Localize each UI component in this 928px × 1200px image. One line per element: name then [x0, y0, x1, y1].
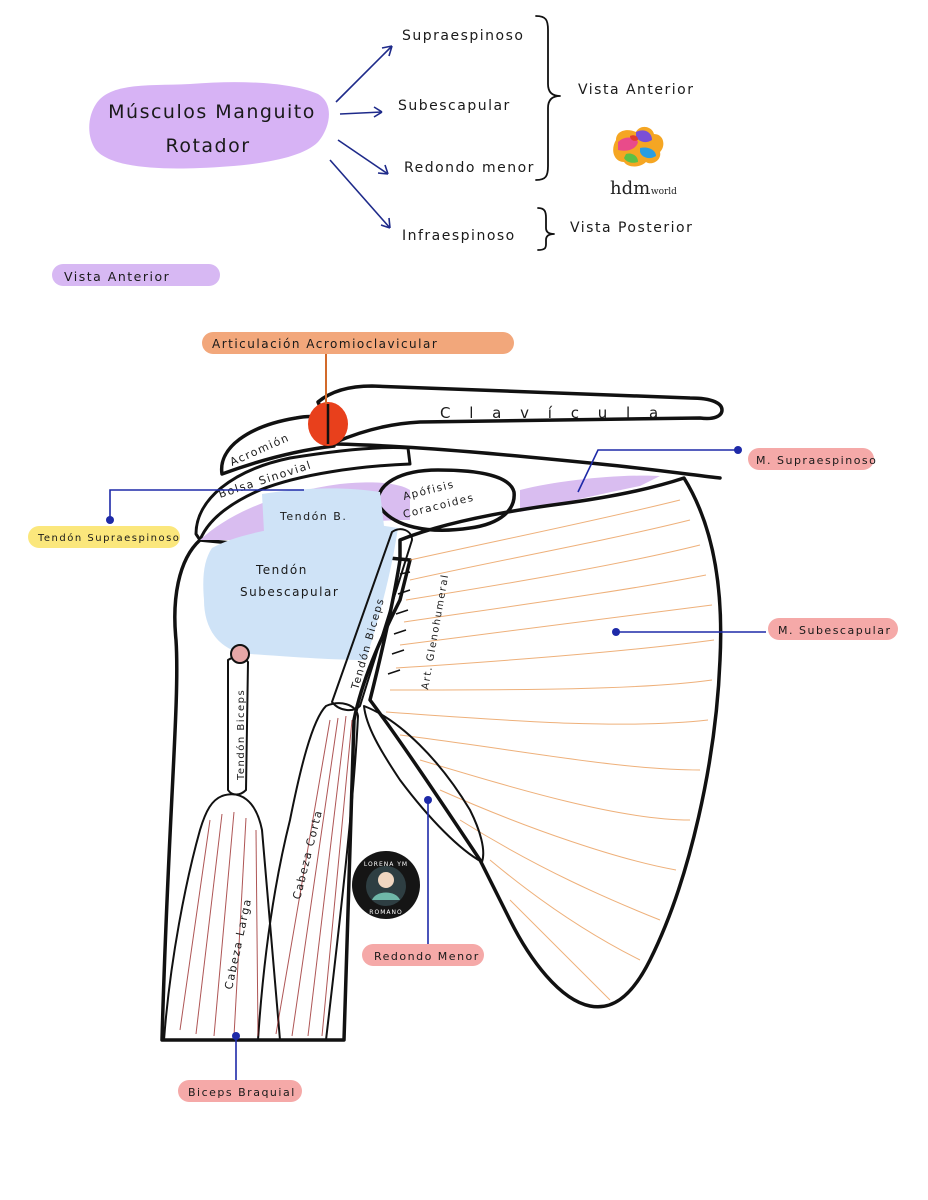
- biceps-braquial-label: Biceps Braquial: [188, 1086, 296, 1099]
- logo-text: hdm: [610, 178, 650, 199]
- cabeza-corta-label: Cabeza Corta: [290, 808, 325, 901]
- muscle-infraespinoso: Infraespinoso: [402, 228, 516, 244]
- articulacion-label: Articulación Acromioclavicular: [212, 337, 438, 351]
- brain-icon: [613, 126, 664, 167]
- anterior-group-label: Vista Anterior: [578, 82, 695, 98]
- section-tag-text: Vista Anterior: [64, 269, 170, 284]
- subscapularis-muscle: [368, 476, 723, 1009]
- short-head-tendon: [331, 528, 413, 712]
- author-badge: LORENA YM ROMANO: [352, 851, 420, 919]
- brace-anterior: [535, 15, 561, 181]
- title-highlight: [89, 82, 329, 169]
- tendon-head: [230, 644, 250, 664]
- glenohumeral-dashes: [387, 571, 411, 675]
- title-line2: Rotador: [165, 135, 250, 157]
- m-supraespinoso-label: M. Supraespinoso: [756, 454, 877, 467]
- biceps-short-head: [257, 702, 359, 1041]
- brace-posterior: [537, 207, 555, 251]
- callout-m-subescapular: M. Subescapular: [612, 618, 898, 640]
- muscle-supraespinoso: Supraespinoso: [402, 28, 524, 44]
- clavicle-label: C l a v í c u l a: [440, 404, 665, 422]
- subscapularis-tendon: [203, 522, 398, 660]
- supraspinatus-right: [520, 475, 660, 512]
- biceps-long-head: [163, 793, 281, 1041]
- callout-m-supraespinoso: M. Supraespinoso: [577, 446, 877, 493]
- subscapularis-fibers: [385, 499, 715, 1001]
- callout-redondo-menor: Redondo Menor: [362, 796, 484, 966]
- header-arrows: [329, 45, 393, 229]
- logo-suffix: .world: [648, 187, 677, 197]
- title-line1: Músculos Manguito: [108, 101, 316, 123]
- synovial-bursa: [194, 445, 412, 542]
- badge-top: LORENA YM: [364, 861, 408, 868]
- teres-minor-muscle: [363, 705, 485, 863]
- arrow-infraespinoso: [329, 159, 391, 229]
- muscle-subescapular: Subescapular: [398, 98, 511, 114]
- biceps-fibers: [179, 715, 353, 1037]
- avatar-icon: [378, 872, 394, 888]
- callout-tendon-supraespinoso: Tendón Supraespinoso: [28, 489, 304, 548]
- muscle-redondo-menor: Redondo menor: [404, 160, 535, 176]
- arrow-subescapular: [339, 111, 383, 115]
- arrow-supraespinoso: [335, 45, 393, 103]
- m-subescapular-label: M. Subescapular: [778, 624, 891, 637]
- redondo-menor-label: Redondo Menor: [374, 950, 480, 963]
- humerus-outline: [160, 538, 412, 1042]
- tendon-sub-label-2: Subescapular: [240, 585, 339, 599]
- header: Músculos Manguito Rotador Supraespinoso …: [89, 15, 695, 251]
- tendon-b-label: Tendón B.: [279, 510, 347, 523]
- art-gleno-label: Art. Glenohumeral: [420, 573, 451, 691]
- badge-bottom: ROMANO: [369, 909, 402, 916]
- tendon-b-region: [262, 488, 384, 532]
- tendon-sub-label-1: Tendón: [255, 563, 308, 577]
- scapula-spine: [334, 442, 722, 480]
- cabeza-larga-label: Cabeza Larga: [222, 897, 254, 991]
- posterior-group-label: Vista Posterior: [570, 220, 693, 236]
- callout-biceps-braquial: Biceps Braquial: [178, 1032, 302, 1102]
- section-tag: Vista Anterior: [52, 264, 220, 286]
- clavicle: [316, 384, 724, 444]
- hdm-logo: hdm .world: [610, 126, 677, 199]
- arrow-redondo: [337, 139, 389, 175]
- tendon-biceps-long-label: Tendón Biceps: [235, 689, 247, 781]
- callout-articulacion: Articulación Acromioclavicular: [202, 332, 514, 404]
- anatomy: C l a v í c u l a Acromión Bolsa Sinovia…: [160, 384, 724, 1042]
- tendon-supraespinoso-label: Tendón Supraespinoso: [37, 532, 180, 544]
